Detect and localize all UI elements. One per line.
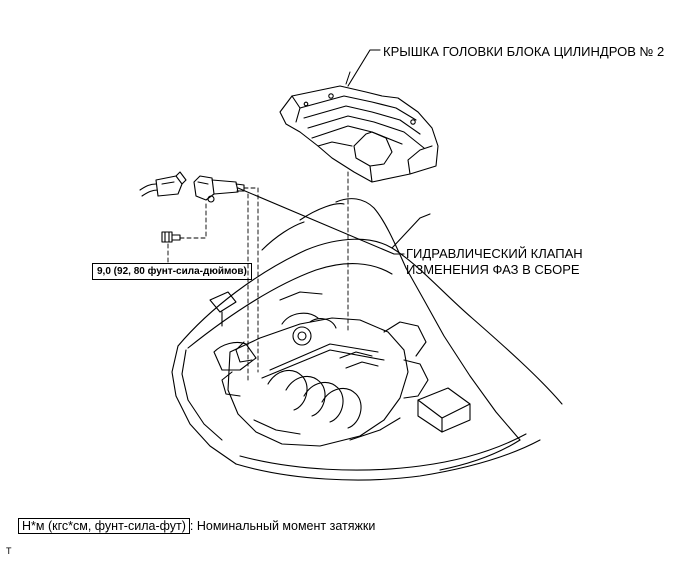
torque-spec-box: 9,0 (92, 80 фунт-сила-дюймов) (92, 263, 252, 280)
assembly-dashed-lines (167, 171, 349, 381)
engine-compartment (171, 198, 563, 481)
cylinder-head-cover (279, 71, 439, 183)
cover-leader-line (347, 49, 381, 87)
legend-text: : Номинальный момент затяжки (189, 519, 376, 533)
torque-legend: Н*м (кгс*см, фунт-сила-фут): Номинальный… (18, 518, 375, 534)
valve-leader-line (237, 187, 405, 255)
bolt (161, 231, 181, 243)
legend-unit-box: Н*м (кгс*см, фунт-сила-фут) (18, 518, 190, 534)
wire-connector (139, 171, 187, 197)
corner-mark: T (6, 546, 12, 556)
valve-label-line2: ИЗМЕНЕНИЯ ФАЗ В СБОРЕ (406, 262, 580, 277)
cover-label: КРЫШКА ГОЛОВКИ БЛОКА ЦИЛИНДРОВ № 2 (383, 44, 665, 59)
valve-label-line1: ГИДРАВЛИЧЕСКИЙ КЛАПАН (406, 246, 583, 261)
oil-control-valve (193, 175, 245, 203)
